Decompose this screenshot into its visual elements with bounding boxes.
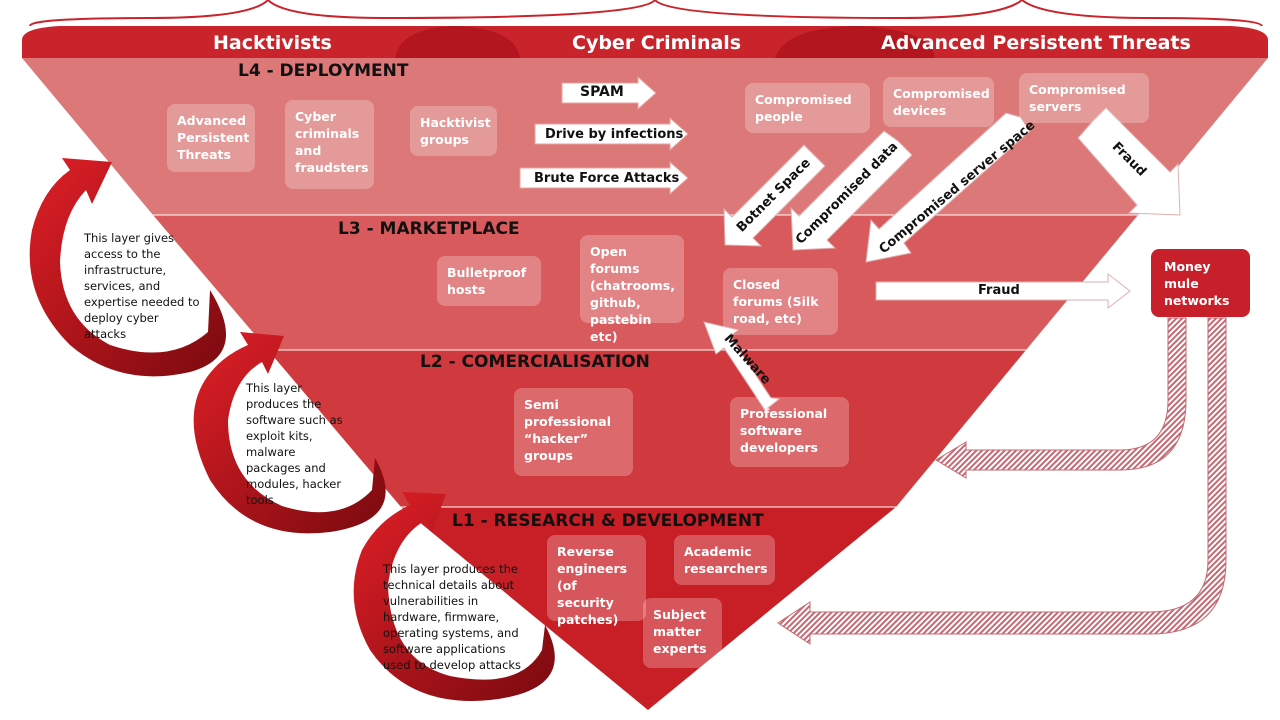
fraud-diag-arrow [1077, 107, 1181, 216]
layer-l4-label: L4 - DEPLOYMENT [238, 61, 409, 81]
compromised-devices-box: Compromised devices [883, 77, 994, 127]
fraud-horiz-label: Fraud [978, 283, 1020, 298]
closed-forums-box: Closed forums (Silk road, etc) [723, 268, 838, 335]
layer-l3-label: L3 - MARKETPLACE [338, 219, 520, 239]
swoosh-2 [193, 332, 386, 534]
spam-label: SPAM [580, 84, 624, 100]
sme-box: Subject matter experts [643, 598, 722, 668]
pro-devs-box: Professional software developers [730, 397, 849, 467]
server-space-arrow [865, 112, 1031, 263]
header-cyber-criminals: Cyber Criminals [572, 32, 742, 54]
hacktivist-groups-box: Hacktivist groups [410, 106, 497, 156]
actor-banner [22, 0, 1268, 58]
bulletproof-hosts-box: Bulletproof hosts [437, 256, 541, 306]
compromised-servers-box: Compromised servers [1019, 73, 1149, 123]
note-l2: This layer produces the software such as… [246, 381, 343, 507]
reverse-engineers-box: Reverse engineers (of security patches) [547, 535, 646, 627]
botnet-arrow [723, 144, 826, 247]
note-l3: This layer gives access to the infrastru… [84, 231, 200, 341]
note-l1: This layer produces the technical detail… [383, 562, 522, 672]
malware-arrow [703, 321, 781, 411]
swoosh-1 [29, 158, 227, 377]
layer-l1-label: L1 - RESEARCH & DEVELOPMENT [452, 511, 764, 531]
layer-l2 [268, 350, 1026, 507]
layer-l1 [401, 507, 896, 710]
academic-box: Academic researchers [674, 535, 775, 585]
layer-l2-label: L2 - COMERCIALISATION [420, 352, 650, 372]
semi-pro-box: Semi professional “hacker” groups [514, 388, 633, 476]
attack-arrows [519, 75, 689, 196]
compromised-data-arrow [790, 130, 913, 251]
drive-by-label: Drive by infections [545, 127, 684, 142]
apt-box: Advanced Persistent Threats [167, 104, 255, 172]
money-return-arrows [777, 317, 1227, 645]
brute-force-arrow [519, 160, 689, 196]
cyber-criminals-box: Cyber criminals and fraudsters [285, 100, 374, 189]
layer-swooshes [29, 158, 555, 701]
swoosh-3 [353, 492, 555, 701]
flow-arrows [703, 107, 1181, 411]
spam-arrow [561, 75, 657, 111]
header-hacktivists: Hacktivists [213, 32, 332, 54]
compromised-people-box: Compromised people [745, 83, 870, 133]
fraud-horiz-arrow [875, 272, 1131, 310]
brute-force-label: Brute Force Attacks [534, 171, 680, 186]
money-mule-label: Money mule networks [1164, 259, 1230, 308]
money-mule-box [1151, 249, 1250, 317]
drive-by-arrow [534, 116, 689, 152]
header-apt: Advanced Persistent Threats [881, 32, 1191, 54]
open-forums-box: Open forums (chatrooms, github, pastebin… [580, 235, 684, 344]
